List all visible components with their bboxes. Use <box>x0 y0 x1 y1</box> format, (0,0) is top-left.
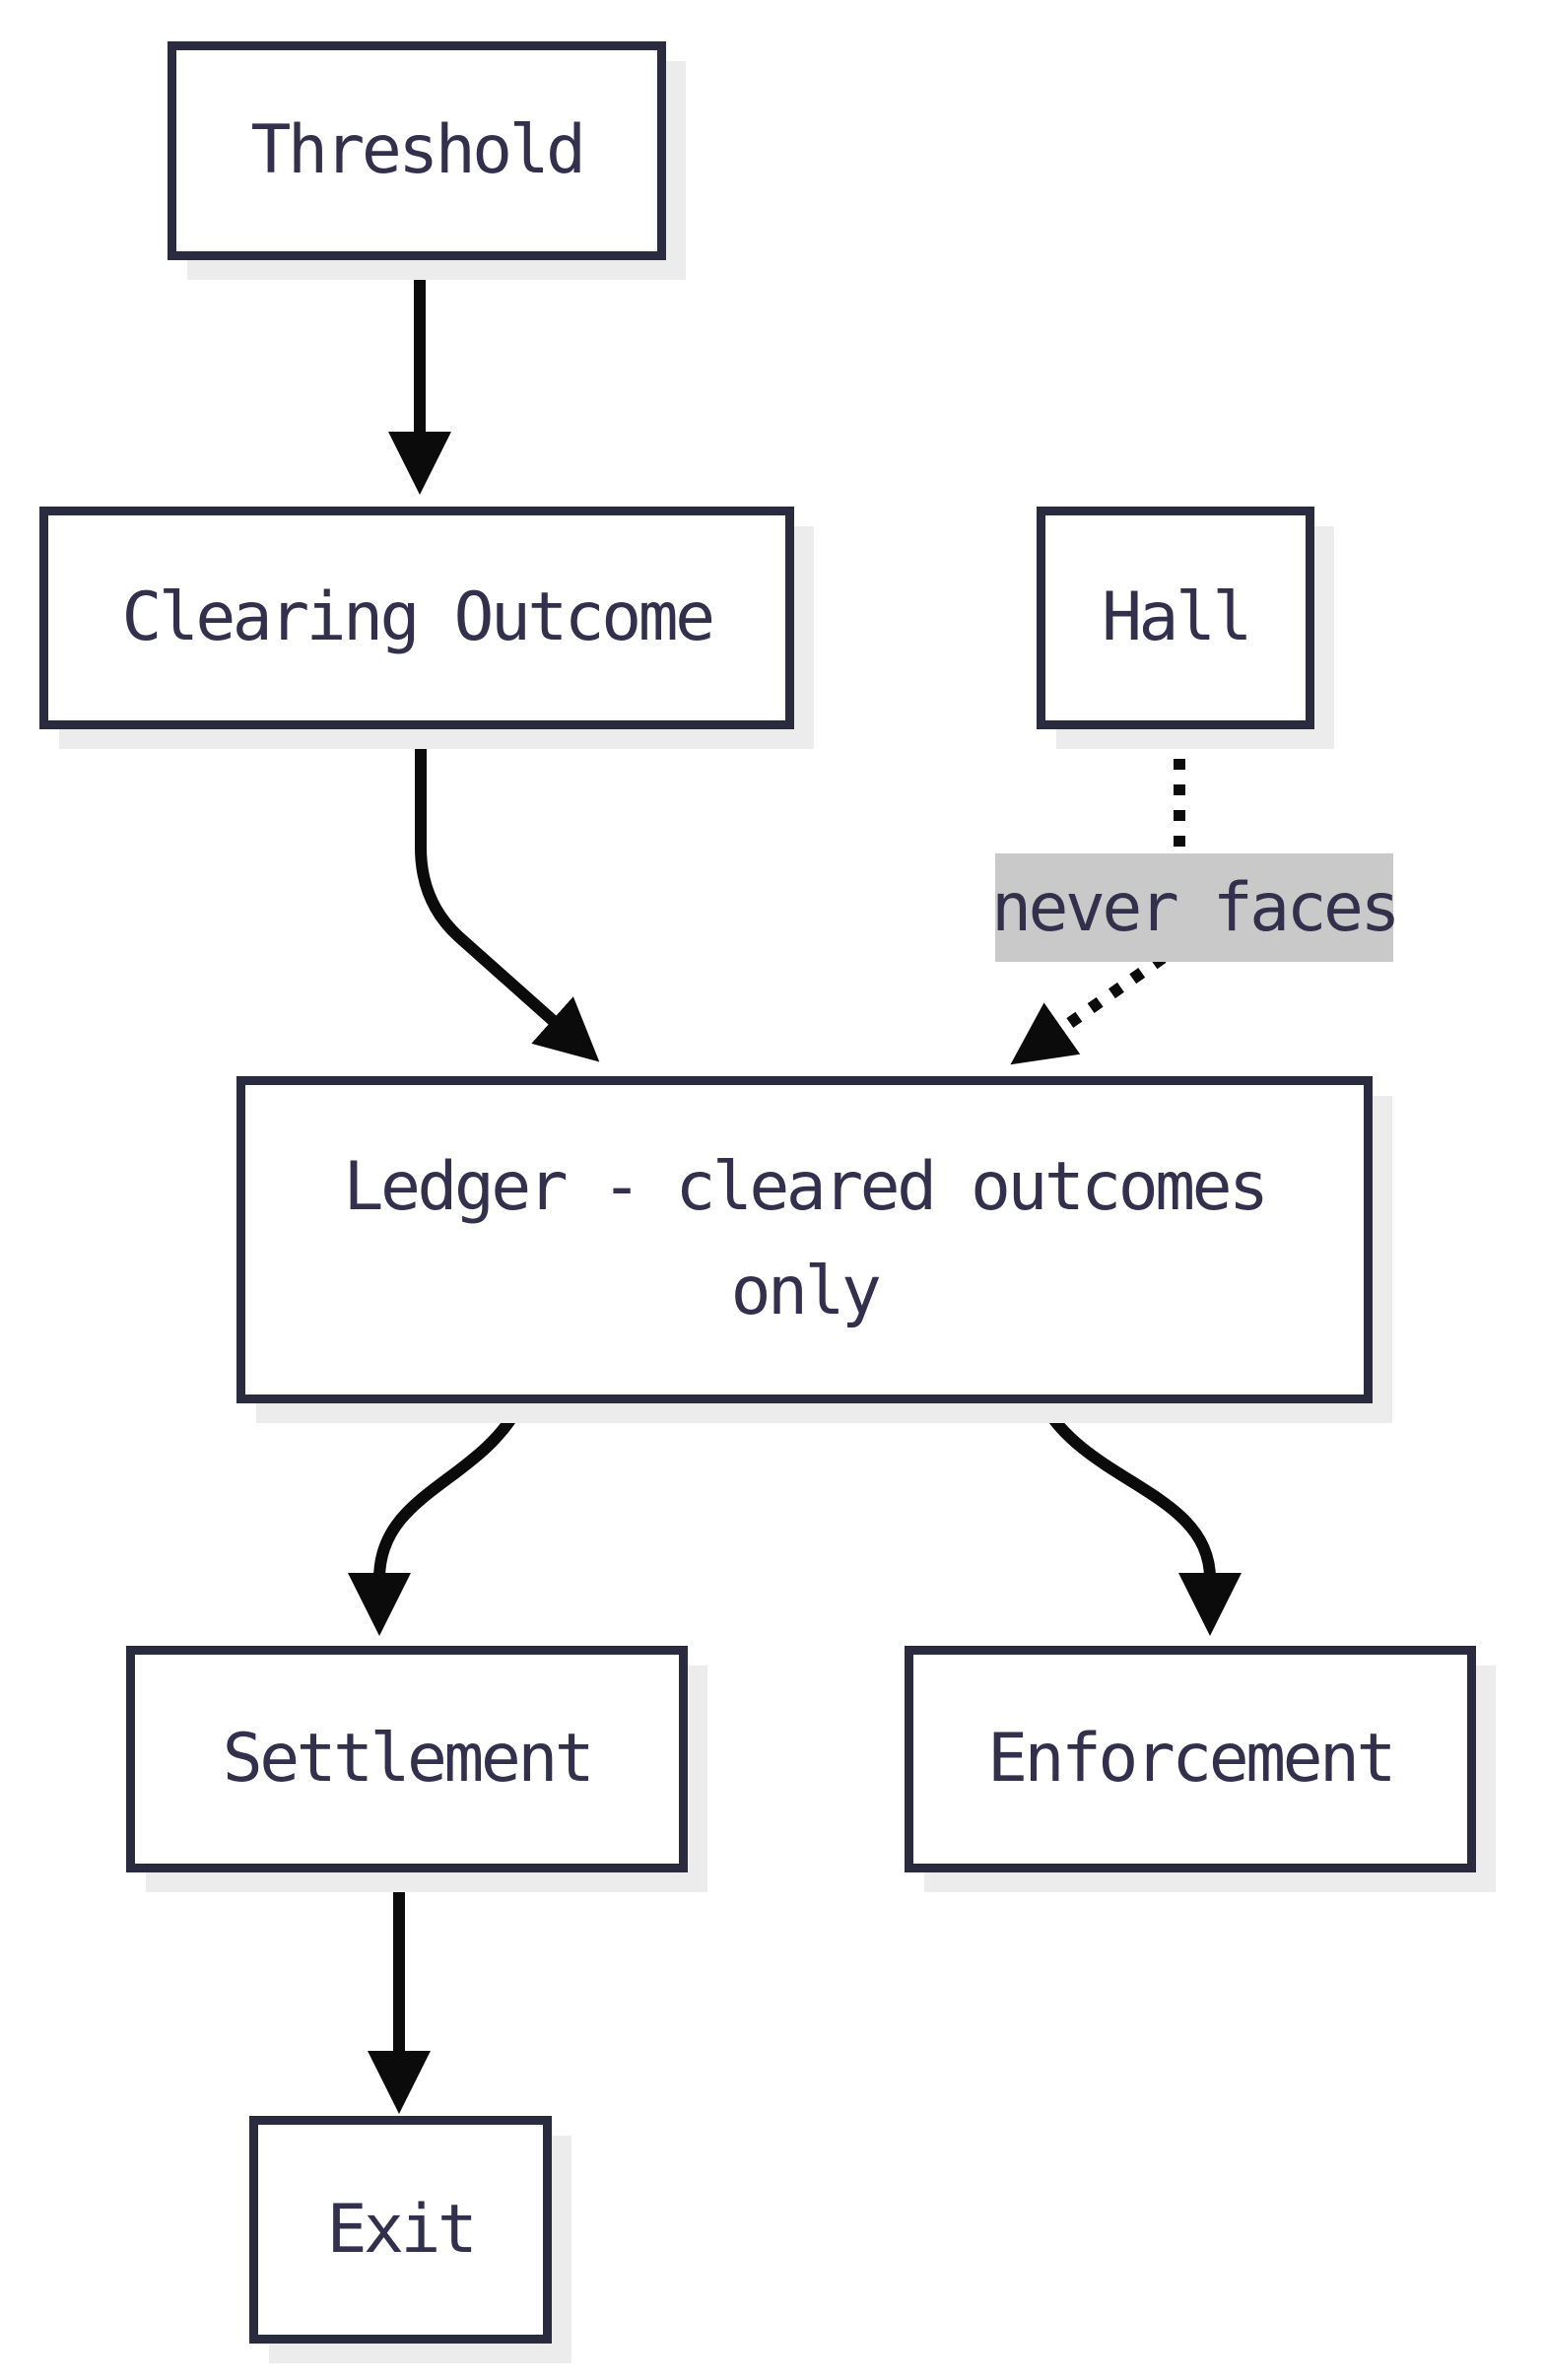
node-ledger: Ledger - cleared outcomes only <box>236 1076 1373 1403</box>
node-ledger-label-line2: only <box>730 1253 882 1330</box>
node-threshold-label: Threshold <box>250 111 586 189</box>
node-clearing-outcome-label: Clearing Outcome <box>121 578 715 656</box>
node-hall: Hall <box>1037 507 1314 729</box>
node-enforcement: Enforcement <box>905 1646 1476 1872</box>
node-threshold: Threshold <box>168 41 666 260</box>
node-exit-label: Exit <box>326 2190 478 2269</box>
node-settlement-label: Settlement <box>222 1720 595 1798</box>
edge-ledger-to-enforcement <box>1039 1401 1242 1636</box>
node-exit: Exit <box>249 2116 552 2344</box>
edge-label-never-faces-text: never faces <box>991 868 1400 947</box>
edge-label-never-faces: never faces <box>991 853 1400 962</box>
node-settlement: Settlement <box>126 1646 688 1872</box>
edge-clearing-outcome-to-ledger <box>415 731 600 1062</box>
node-ledger-label: Ledger - cleared outcomes only <box>343 1135 1270 1344</box>
node-clearing-outcome: Clearing Outcome <box>39 507 794 729</box>
node-enforcement-label: Enforcement <box>987 1720 1396 1798</box>
edge-ledger-to-settlement <box>348 1402 525 1636</box>
node-ledger-label-line1: Ledger - cleared outcomes <box>343 1148 1270 1226</box>
edge-label-to-ledger <box>1010 953 1167 1065</box>
node-hall-label: Hall <box>1102 578 1252 656</box>
